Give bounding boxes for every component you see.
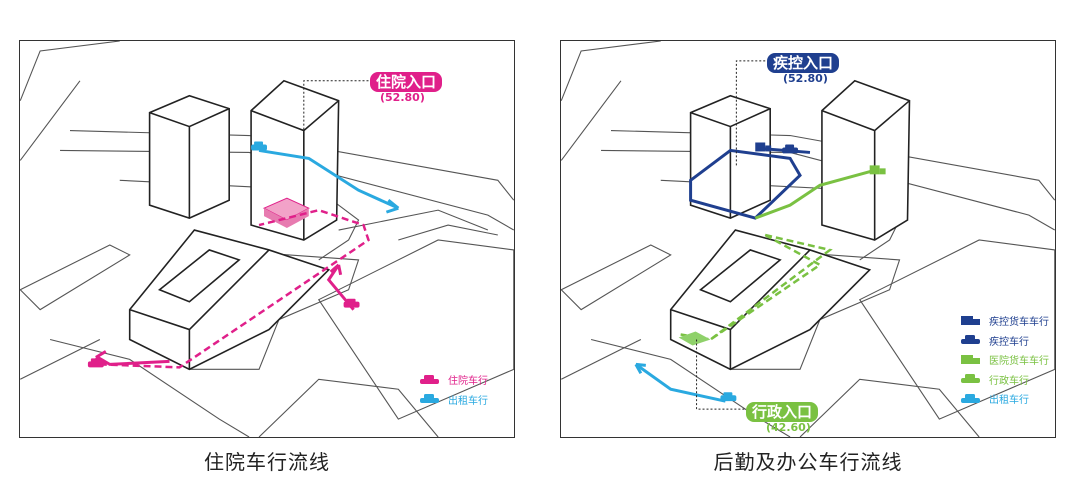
road-outline [338, 209, 489, 231]
admin-route-dashed [709, 233, 833, 341]
inpatient-caption: 住院车行流线 [204, 450, 330, 474]
inpatient-route-dashed [99, 208, 370, 369]
hospital-truck-route [754, 168, 876, 220]
car-icon [418, 374, 442, 386]
logistics-legend: 疾控货车车行疾控车行医院货车车行行政车行出租车行 [959, 311, 1049, 409]
road-outline [561, 339, 642, 380]
cdc-route [689, 148, 802, 220]
road-outline [561, 41, 661, 161]
entrance-leader [303, 80, 369, 206]
tower-right-edges [821, 100, 911, 240]
tower-left-edges [690, 107, 771, 219]
road-outline [398, 224, 498, 241]
logistics-site-diagram [561, 41, 1055, 437]
admin-entrance-label: 行政入口 [746, 402, 819, 422]
lower-block-courtyard [157, 249, 241, 303]
car-icon [959, 334, 983, 346]
tower-right [821, 79, 911, 241]
car-icon [418, 393, 442, 405]
legend-item: 出租车行 [418, 390, 488, 410]
legend-item: 住院车行 [418, 370, 488, 390]
car-icon [782, 144, 799, 154]
legend-label: 疾控车行 [989, 336, 1029, 348]
car-icon [959, 373, 983, 385]
lower-block [128, 229, 331, 371]
inpatient-site-diagram [20, 41, 514, 437]
tower-right [250, 79, 340, 241]
road-outline [49, 338, 250, 437]
arrow-head [634, 362, 646, 375]
lower-block-edges [129, 249, 270, 370]
legend-item: 医院货车车行 [959, 350, 1049, 370]
cdc-entrance-label: 疾控入口 [767, 53, 840, 73]
legend-label: 疾控货车车行 [989, 317, 1049, 329]
legend-label: 出租车行 [989, 395, 1029, 407]
admin-entrance-pad [678, 331, 711, 346]
legend-label: 医院货车车行 [989, 356, 1049, 368]
legend-item: 出租车行 [959, 389, 1049, 409]
cdc-entrance-elevation: (52.80) [783, 72, 828, 85]
road-outline [858, 239, 1055, 420]
inpatient-entrance-label: 住院入口 [370, 72, 443, 92]
arrow-head [329, 263, 343, 276]
truck-icon [869, 165, 886, 175]
inpatient-entrance-pad-side [264, 208, 309, 229]
legend-label: 行政车行 [989, 375, 1029, 387]
lower-block-courtyard [698, 249, 782, 303]
legend-label: 住院车行 [448, 376, 488, 388]
road-outline [258, 378, 439, 437]
logistics-traffic-panel: 疾控入口 (52.80) 行政入口 (42.60) 疾控货车车行疾控车行医院货车… [560, 40, 1056, 438]
truck-icon [959, 315, 983, 327]
car-icon [251, 141, 267, 151]
car-icon [959, 393, 983, 405]
admin-entrance-elevation: (42.60) [766, 421, 811, 434]
logistics-caption: 后勤及办公车行流线 [713, 450, 903, 474]
inpatient-entrance-elevation: (52.80) [380, 91, 425, 104]
legend-item: 行政车行 [959, 370, 1049, 390]
road-outline [20, 41, 120, 161]
taxi-route [258, 148, 399, 210]
road-outline [20, 339, 101, 380]
arrow-head [385, 199, 400, 214]
road-outline [799, 378, 980, 437]
tower-left-edges [149, 107, 230, 219]
truck-icon [959, 354, 983, 366]
legend-label: 出租车行 [448, 395, 488, 407]
inpatient-route-in [326, 264, 355, 311]
truck-icon [755, 142, 772, 152]
admin-leader [696, 339, 746, 410]
inpatient-legend: 住院车行出租车行 [418, 370, 488, 409]
legend-item: 疾控车行 [959, 331, 1049, 351]
lower-block-edges [670, 249, 811, 370]
road-outline [561, 244, 672, 311]
inpatient-traffic-panel: 住院入口 (52.80) 住院车行出租车行 [19, 40, 515, 438]
road-outline [317, 239, 514, 420]
car-icon [343, 298, 360, 308]
taxi-route [635, 363, 726, 403]
legend-item: 疾控货车车行 [959, 311, 1049, 331]
cdc-leader [735, 60, 766, 166]
road-outline [20, 244, 131, 311]
car-icon [87, 358, 104, 368]
road-outline [590, 338, 791, 437]
car-icon [720, 392, 737, 402]
inpatient-route-out [97, 356, 170, 366]
